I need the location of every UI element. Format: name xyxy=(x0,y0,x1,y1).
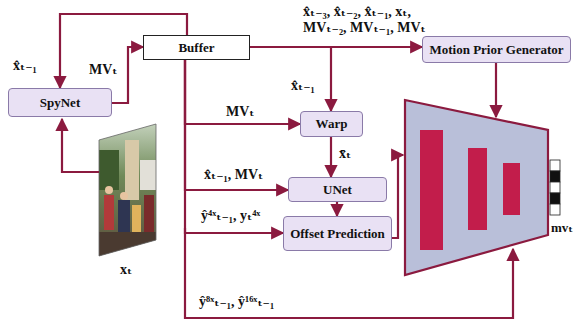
box-text: UNet xyxy=(323,182,352,198)
connector xyxy=(336,202,338,216)
box-text: Motion Prior Generator xyxy=(429,42,563,58)
box-text: Warp xyxy=(316,116,348,132)
output-bits xyxy=(550,160,560,215)
connector xyxy=(185,60,300,124)
buffer-box: Buffer xyxy=(143,35,250,60)
edge-label: MVₜ xyxy=(225,104,256,120)
process-box: SpyNet xyxy=(8,88,112,117)
connector xyxy=(250,47,331,111)
signal-label: ŷ⁸ˣₜ₋₁, ŷ¹⁶ˣₜ₋₁ xyxy=(198,294,275,310)
encoder-layer xyxy=(420,130,443,250)
connector xyxy=(185,60,283,233)
output-label: mvₜ xyxy=(550,220,574,236)
input-wire xyxy=(62,119,99,172)
prior-wire xyxy=(495,62,497,117)
edge-label: x̂ₜ₋₁, MVₜ xyxy=(203,167,264,183)
edge-label: x̂ₜ₋₁ xyxy=(290,78,316,94)
frame-outline xyxy=(99,124,156,256)
process-box: Warp xyxy=(300,111,363,137)
process-box: Offset Prediction xyxy=(283,216,392,251)
box-text: Offset Prediction xyxy=(290,226,385,242)
edge-label: x̂ₜ₋₁ xyxy=(12,58,38,74)
encoder-layer xyxy=(468,148,487,230)
edge-label: x̂ₜ₋₃, x̂ₜ₋₂, x̂ₜ₋₁, xₜ, MVₜ₋₂, MVₜ₋₁, M… xyxy=(302,4,434,36)
edge-label: ŷ⁴ˣₜ₋₁, yₜ⁴ˣ xyxy=(200,208,261,224)
connector xyxy=(330,137,332,177)
box-text: SpyNet xyxy=(40,95,80,111)
process-box: Motion Prior Generator xyxy=(422,36,571,63)
edge-label: MVₜ xyxy=(88,62,119,78)
connector xyxy=(185,60,288,190)
process-box: UNet xyxy=(288,177,387,202)
encoder-layer xyxy=(503,163,520,215)
box-text: Buffer xyxy=(178,40,214,56)
frame-picture xyxy=(95,120,160,260)
encoder-shape xyxy=(405,100,548,275)
frame-label: xₜ xyxy=(119,262,133,278)
edge-label: x̄ₜ xyxy=(338,146,352,162)
